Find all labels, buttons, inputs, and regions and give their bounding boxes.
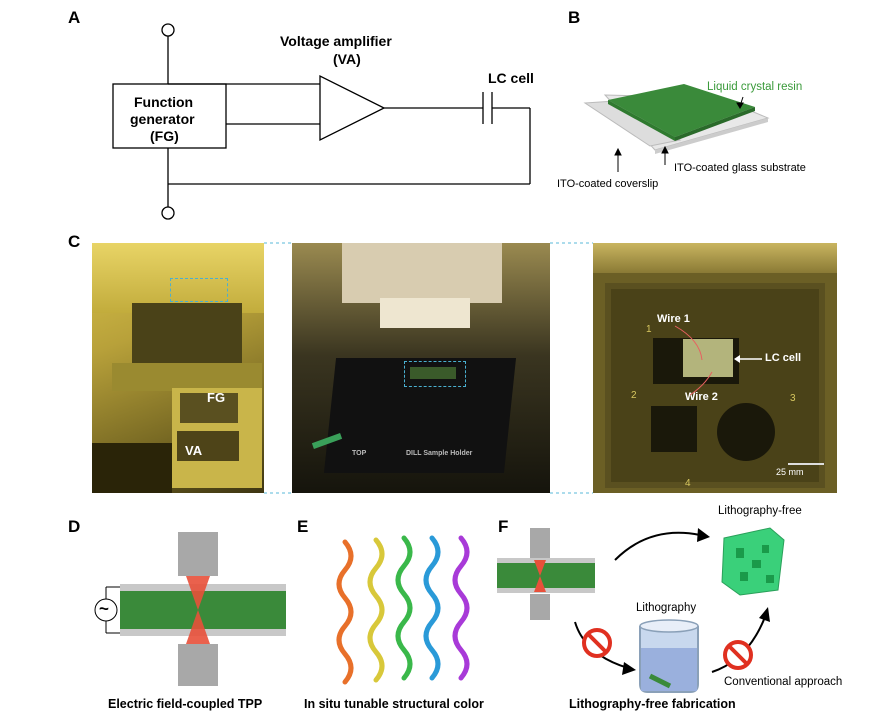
fg-label-line2: generator: [130, 111, 195, 127]
panel-e-caption: In situ tunable structural color: [304, 697, 484, 711]
coverslip-label: ITO-coated coverslip: [557, 178, 659, 190]
photo-lab-setup: [92, 243, 264, 493]
well-number-1: 1: [646, 324, 652, 335]
wire2-label: Wire 2: [685, 391, 718, 403]
scale-bar-label: 25 mm: [776, 467, 804, 477]
va-label-line1: Voltage amplifier: [280, 33, 392, 49]
fg-label-line1: Function: [134, 94, 194, 110]
panel-letter-d: D: [68, 517, 81, 536]
lithography-free-label: Lithography-free: [718, 505, 802, 517]
panel-letter-c: C: [68, 232, 81, 251]
glass-substrate-label: ITO-coated glass substrate: [674, 162, 806, 174]
va-tag: VA: [185, 443, 203, 458]
va-label-line2: (VA): [333, 51, 361, 67]
resin-label: Liquid crystal resin: [707, 81, 803, 93]
photo-lc-cell-closeup: [593, 243, 837, 493]
panel-letter-e: E: [297, 517, 309, 536]
well-number-2: 2: [631, 390, 637, 401]
fg-tag: FG: [207, 390, 226, 405]
ac-source-symbol: ~: [99, 599, 109, 618]
well-number-4: 4: [685, 478, 691, 489]
lc-cell-photo-label: LC cell: [765, 352, 802, 364]
panel-letter-f: F: [498, 517, 509, 536]
wire1-label: Wire 1: [657, 313, 690, 325]
holder-top-text: TOP: [352, 450, 367, 457]
well-number-3: 3: [790, 393, 796, 404]
panel-f-caption: Lithography-free fabrication: [569, 697, 736, 711]
photo-sample-holder: [292, 243, 550, 493]
panel-letter-a: A: [68, 8, 81, 27]
panel-letter-b: B: [568, 8, 581, 27]
fg-label-line3: (FG): [150, 128, 179, 144]
holder-name-text: DILL Sample Holder: [406, 450, 473, 457]
conventional-approach-label: Conventional approach: [724, 676, 843, 688]
lc-cell-label: LC cell: [488, 70, 534, 86]
lithography-label: Lithography: [636, 602, 697, 614]
panel-d-caption: Electric field-coupled TPP: [108, 697, 263, 711]
